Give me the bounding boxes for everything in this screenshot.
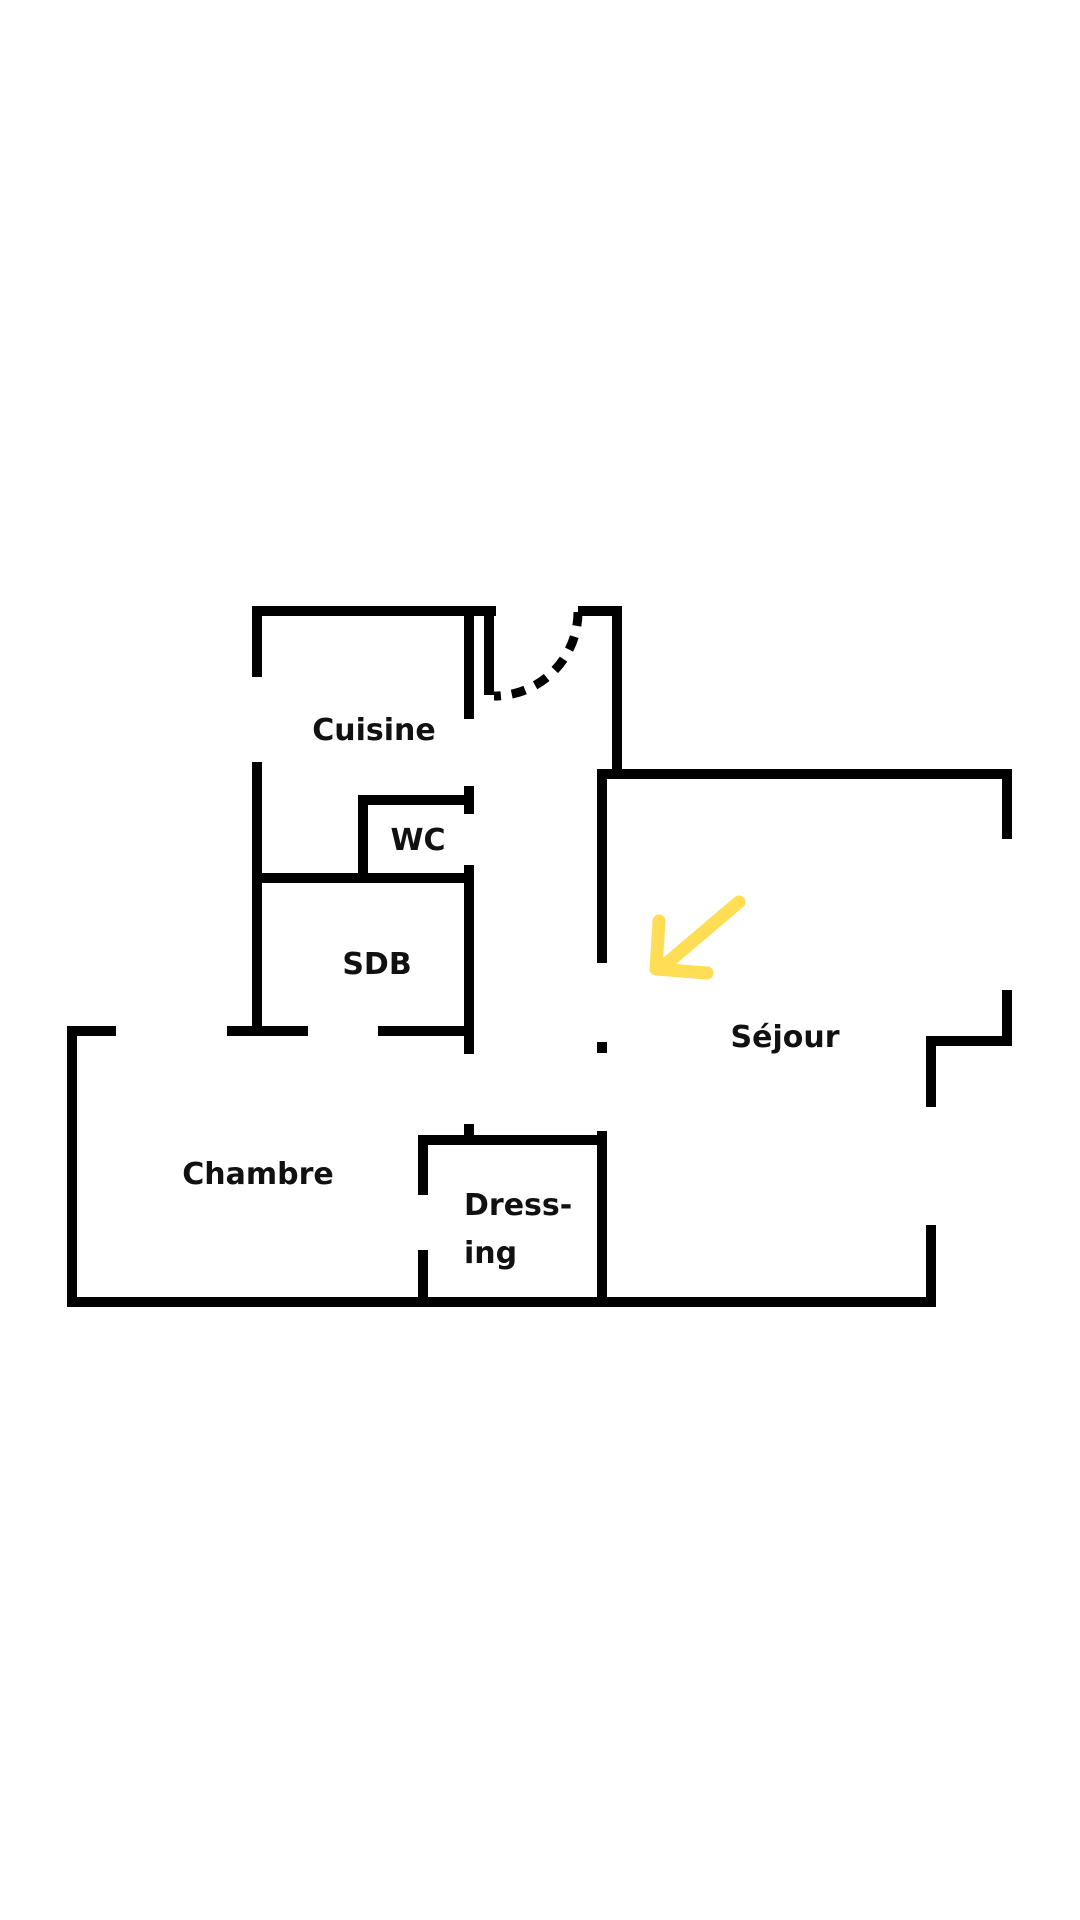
sejour-right-wall-lower <box>1002 990 1012 1046</box>
wc-right-wall <box>464 786 474 814</box>
dressing-top-wall <box>418 1135 607 1145</box>
dressing-left-wall-lower <box>418 1250 428 1307</box>
room-label-sejour: Séjour <box>731 1020 840 1055</box>
chambre-left-wall <box>67 1026 77 1307</box>
dressing-stub <box>464 1124 474 1139</box>
chambre-top-wall-2 <box>227 1026 308 1036</box>
cuisine-right-wall <box>464 616 474 719</box>
room-label-cuisine: Cuisine <box>312 713 436 748</box>
dressing-right-wall <box>597 1131 607 1307</box>
dressing-left-wall-upper <box>418 1135 428 1195</box>
room-label-dressing-1: Dress- <box>464 1188 572 1223</box>
sejour-step-vertical <box>926 1036 936 1107</box>
entry-top-wall <box>578 606 622 616</box>
chambre-top-wall-1 <box>67 1026 116 1036</box>
sejour-step-horizontal <box>926 1036 1012 1046</box>
room-label-dressing-2: ing <box>464 1236 517 1271</box>
cuisine-left-wall-lower <box>252 762 262 1030</box>
sejour-left-wall <box>597 769 607 963</box>
sdb-right-wall <box>464 865 474 1054</box>
sejour-top-wall <box>597 769 1012 779</box>
wc-left-wall <box>358 795 368 878</box>
sejour-right-wall-upper <box>1002 769 1012 839</box>
bottom-wall <box>67 1297 936 1307</box>
door-swing-arc <box>493 611 583 701</box>
room-label-chambre: Chambre <box>182 1157 334 1192</box>
sejour-bottom-right-wall <box>926 1225 936 1307</box>
chambre-top-wall-3 <box>378 1026 474 1036</box>
room-label-wc: WC <box>390 823 445 858</box>
wc-top-wall <box>358 795 474 805</box>
corridor-post <box>597 1042 607 1053</box>
entrance-arrow-icon <box>649 895 746 980</box>
walls <box>67 606 1012 1307</box>
entry-right-wall <box>612 606 622 776</box>
door-frame <box>484 616 494 695</box>
cuisine-left-wall-upper <box>252 606 262 677</box>
room-label-sdb: SDB <box>342 947 411 982</box>
cuisine-top-wall <box>252 606 496 616</box>
